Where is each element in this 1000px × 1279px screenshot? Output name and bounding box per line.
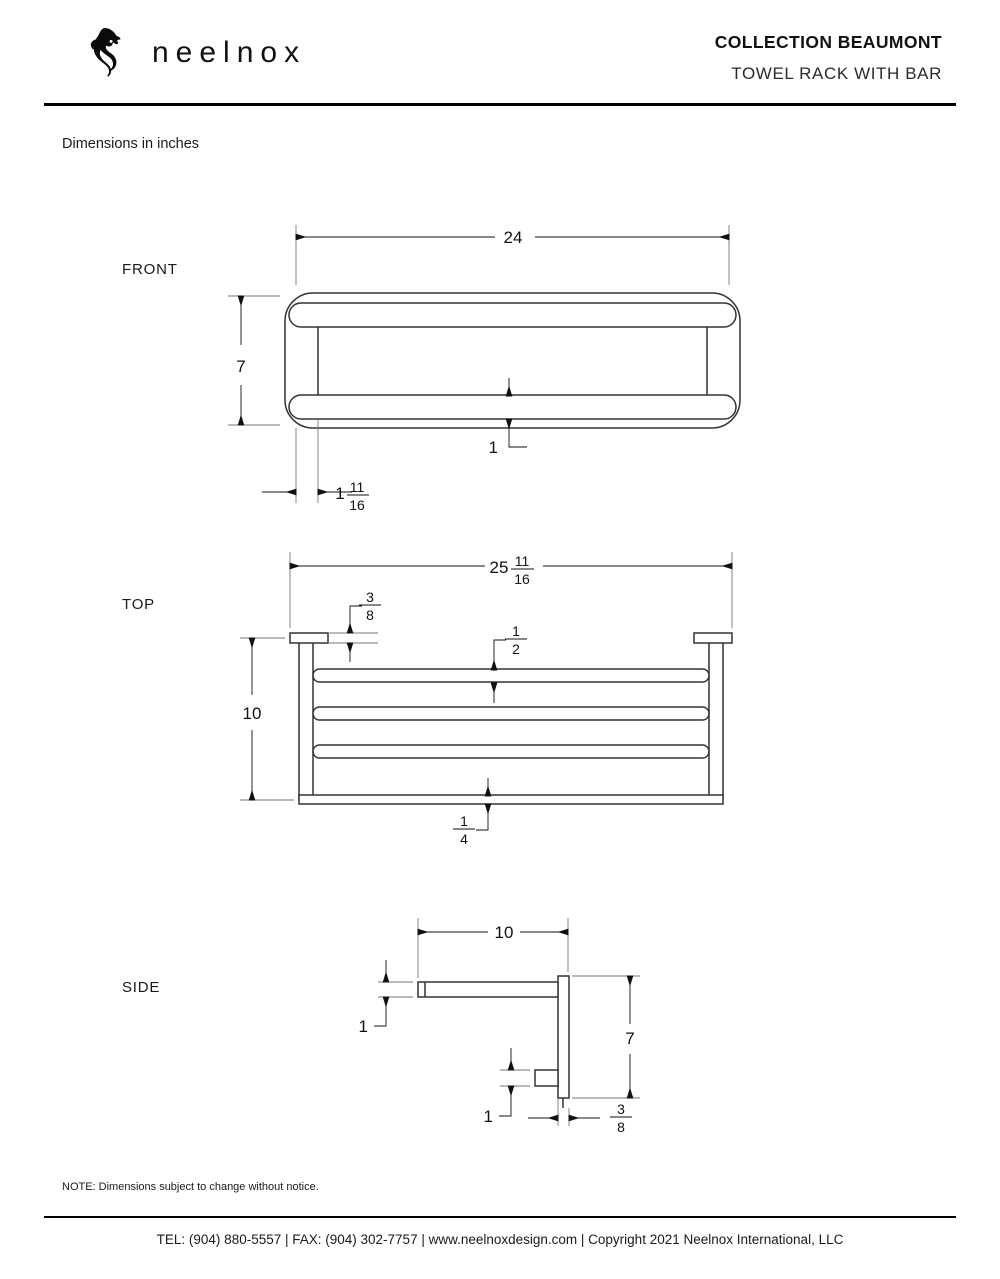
top-dim-plate-thickness: 3 8: [328, 589, 381, 662]
top-bar-diameter-denominator: 2: [512, 641, 520, 657]
view-label-side: SIDE: [122, 979, 161, 996]
front-height-value: 7: [236, 357, 245, 376]
view-label-front: FRONT: [122, 261, 178, 278]
side-dim-bottom-arm-thickness: 1: [484, 1048, 530, 1126]
top-overall-width-fraction: 25 11 16: [490, 553, 534, 587]
side-dim-top-arm-thickness: 1: [359, 960, 413, 1036]
side-dim-plate-thickness: 3 8: [528, 1098, 632, 1135]
brand-logo: neelnox: [78, 24, 306, 82]
side-plate-thickness-denominator: 8: [617, 1119, 625, 1135]
front-view-geometry: [284, 292, 741, 429]
units-note: Dimensions in inches: [62, 136, 200, 152]
side-top-arm-thickness-value: 1: [359, 1017, 368, 1036]
top-depth-value: 10: [243, 704, 262, 723]
front-dim-width: 24: [295, 225, 730, 285]
brand-wordmark: neelnox: [152, 36, 307, 69]
collection-title: COLLECTION BEAUMONT: [714, 32, 942, 52]
top-bar-diameter-numerator: 1: [512, 623, 520, 639]
top-plate-thickness-fraction: 3 8: [359, 589, 381, 623]
top-rail-thickness-fraction: 1 4: [453, 813, 475, 847]
front-dim-post-offset: 1 11 16: [262, 419, 369, 513]
top-plate-thickness-denominator: 8: [366, 607, 374, 623]
front-bar-thickness-value: 1: [489, 438, 498, 457]
top-bar-diameter-fraction: 1 2: [505, 623, 527, 657]
top-plate-thickness-numerator: 3: [366, 589, 374, 605]
side-height-value: 7: [625, 1029, 634, 1048]
top-dim-depth: 10: [240, 637, 294, 801]
front-width-value: 24: [504, 228, 523, 247]
front-post-offset-denominator: 16: [349, 497, 365, 513]
front-post-offset-numerator: 11: [350, 479, 365, 495]
front-dim-bar-thickness: 1: [489, 378, 527, 457]
top-overall-width-numerator: 11: [515, 553, 530, 569]
top-dim-overall-width: 25 11 16: [289, 552, 733, 628]
header-divider: [44, 103, 956, 106]
side-plate-thickness-fraction: 3 8: [610, 1101, 632, 1135]
top-overall-width-whole: 25: [490, 558, 509, 577]
side-arm-length-value: 10: [495, 923, 514, 942]
product-title: TOWEL RACK WITH BAR: [731, 64, 942, 83]
front-post-offset-fraction: 1 11 16: [335, 479, 369, 513]
page-header: neelnox COLLECTION BEAUMONT TOWEL RACK W…: [0, 0, 1000, 110]
top-view-geometry: [289, 632, 733, 805]
top-rail-thickness-numerator: 1: [460, 813, 468, 829]
footer-divider: [44, 1216, 956, 1218]
front-dim-height: 7: [228, 295, 280, 426]
top-dim-bar-diameter: 1 2: [490, 623, 527, 703]
top-overall-width-denominator: 16: [514, 571, 530, 587]
side-bottom-arm-thickness-value: 1: [484, 1107, 493, 1126]
disclaimer-note: NOTE: Dimensions subject to change witho…: [62, 1181, 319, 1193]
side-view-geometry: [417, 975, 570, 1108]
horse-head-logo-icon: [90, 28, 121, 77]
front-post-offset-whole: 1: [335, 484, 344, 503]
view-label-top: TOP: [122, 596, 155, 613]
side-plate-thickness-numerator: 3: [617, 1101, 625, 1117]
footer-contact-info: TEL: (904) 880-5557 | FAX: (904) 302-775…: [156, 1232, 844, 1247]
top-rail-thickness-denominator: 4: [460, 831, 468, 847]
side-dim-arm-length: 10: [417, 918, 569, 978]
side-dim-height: 7: [572, 975, 640, 1099]
top-dim-rail-thickness: 1 4: [453, 778, 492, 847]
